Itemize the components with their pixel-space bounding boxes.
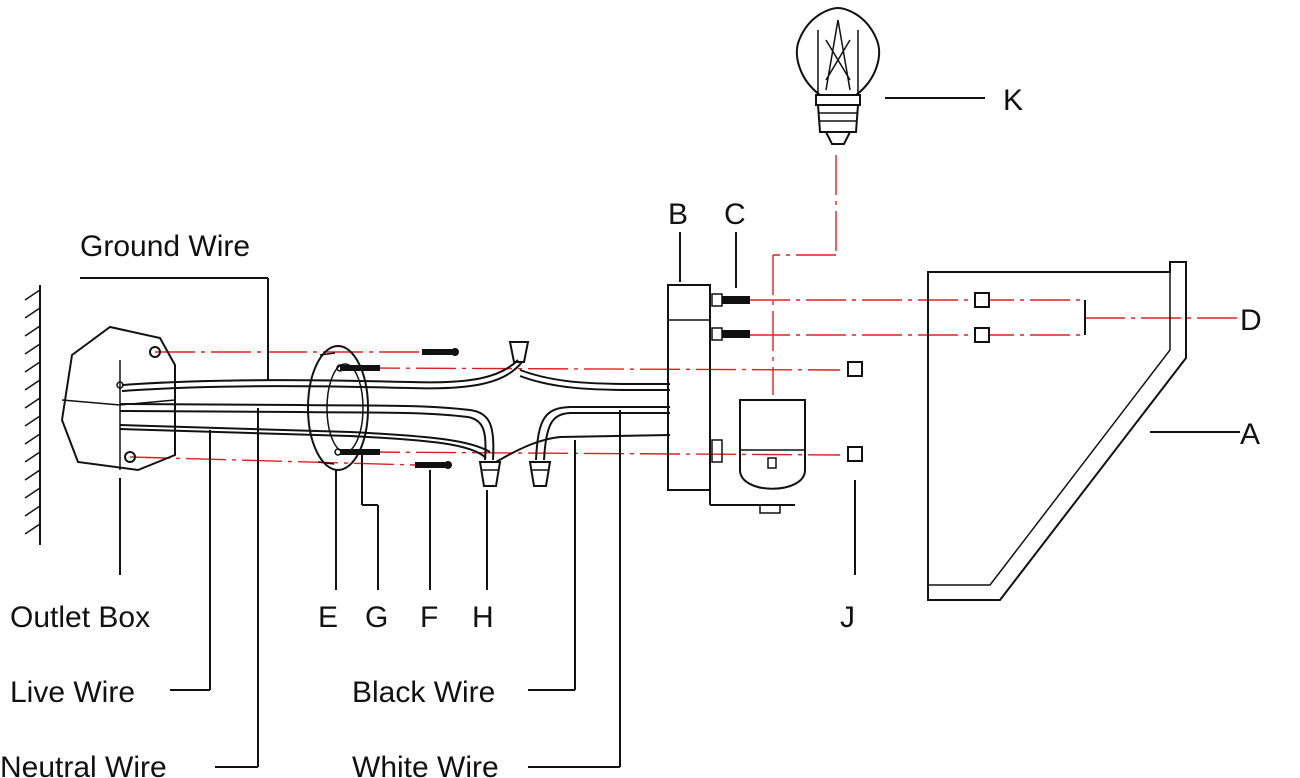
light-bulb [795, 6, 881, 145]
black-wire-label: Black Wire [352, 676, 495, 709]
part-h-label: H [472, 601, 494, 634]
part-a-label: A [1240, 418, 1260, 451]
wall [24, 285, 41, 545]
outlet-box [60, 325, 176, 472]
part-e-label: E [318, 601, 338, 634]
part-b-label: B [668, 198, 688, 231]
lamp-socket [739, 399, 806, 490]
part-d-label: D [1240, 304, 1262, 337]
wires [119, 359, 671, 463]
outlet-box-label: Outlet Box [10, 601, 150, 634]
fixture-cover [927, 261, 1187, 601]
part-f-label: F [420, 601, 438, 634]
cover-screws [711, 293, 750, 341]
box-screws [415, 348, 459, 469]
ground-wire-label: Ground Wire [80, 230, 250, 263]
part-c-label: C [724, 198, 746, 231]
neutral-wire-label: Neutral Wire [0, 751, 167, 778]
white-wire-label: White Wire [352, 751, 499, 778]
part-k-label: K [1003, 84, 1023, 117]
live-wire-label: Live Wire [10, 676, 135, 709]
wire-connectors [478, 341, 552, 487]
guide-lines [129, 155, 1240, 466]
leader-lines [80, 97, 1240, 768]
plate-screws [340, 365, 380, 455]
cover-holes [847, 292, 990, 462]
part-j-label: J [840, 601, 855, 634]
part-g-label: G [365, 601, 388, 634]
fixture-backplate [667, 284, 795, 514]
